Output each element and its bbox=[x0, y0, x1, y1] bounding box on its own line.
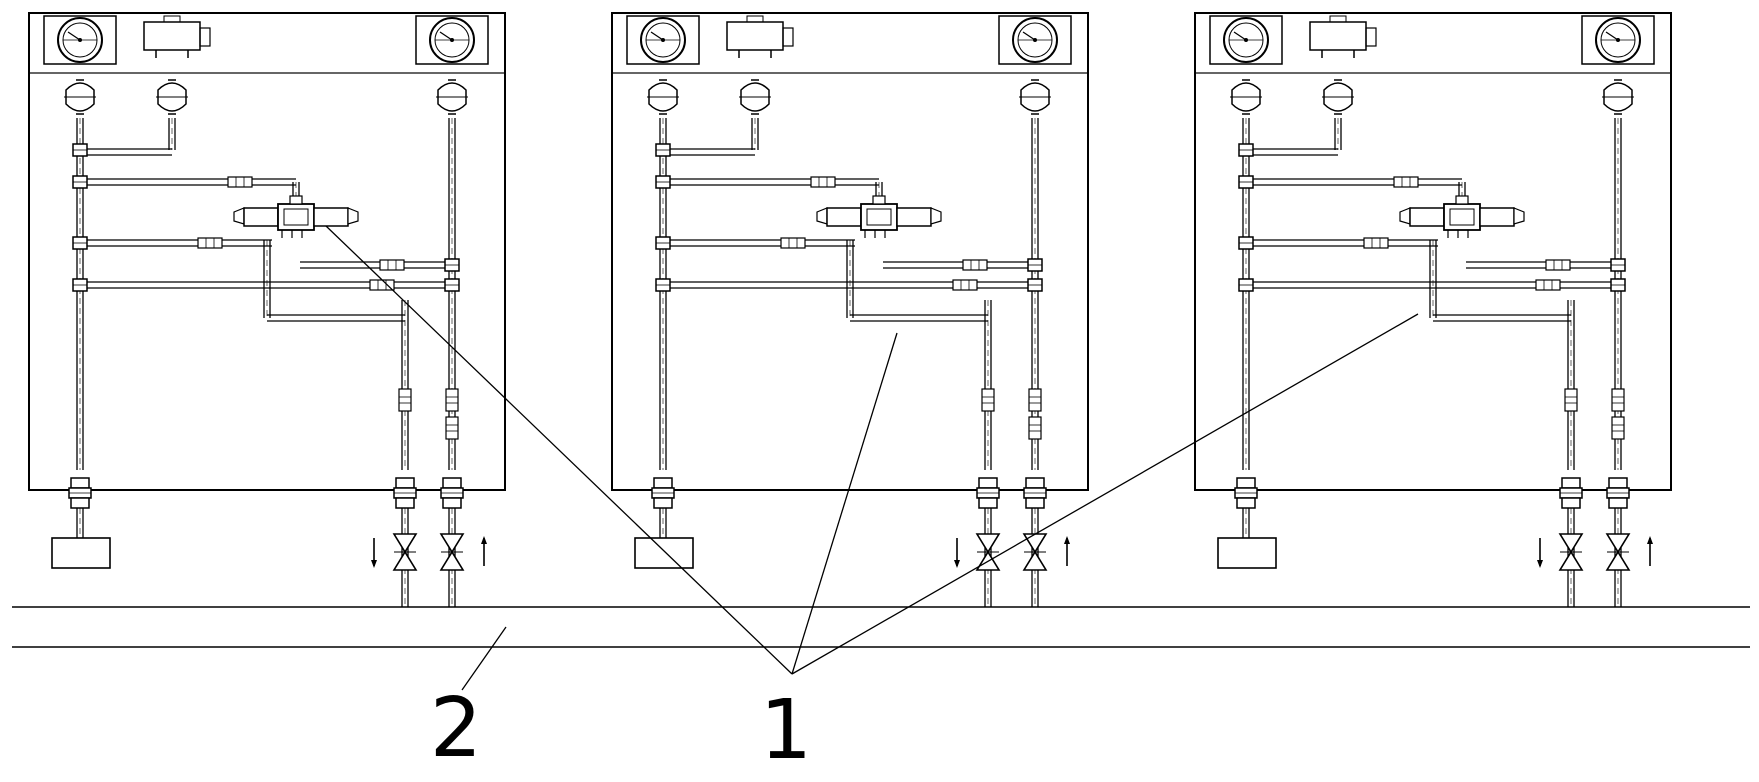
bulkhead-gland bbox=[1023, 477, 1047, 509]
union-coupling bbox=[1611, 416, 1625, 440]
bulkhead-gland bbox=[393, 477, 417, 509]
gauge-isolator bbox=[1229, 79, 1263, 115]
union-coupling bbox=[952, 279, 978, 291]
gauge-isolator bbox=[63, 79, 97, 115]
tee-fitting bbox=[655, 143, 671, 157]
flow-arrow-up bbox=[1646, 535, 1654, 567]
union-coupling bbox=[398, 388, 412, 412]
solenoid-manifold-valve bbox=[233, 195, 359, 239]
pressure-switch bbox=[143, 15, 211, 59]
pressure-gauge bbox=[998, 15, 1072, 65]
gauge-isolator bbox=[155, 79, 189, 115]
flow-arrow-up bbox=[1063, 535, 1071, 567]
instrument-unit-2 bbox=[611, 12, 1089, 607]
tee-fitting bbox=[1238, 143, 1254, 157]
isolation-valve bbox=[393, 533, 417, 571]
main-header-pipe bbox=[12, 606, 1750, 648]
gauge-isolator bbox=[646, 79, 680, 115]
instrument-unit-1 bbox=[28, 12, 506, 607]
pressure-gauge bbox=[1209, 15, 1283, 65]
pressure-gauge bbox=[415, 15, 489, 65]
isolation-valve bbox=[976, 533, 1000, 571]
tee-fitting bbox=[1238, 278, 1254, 292]
drain-box bbox=[51, 537, 111, 569]
tee-fitting bbox=[1238, 236, 1254, 250]
union-coupling bbox=[981, 388, 995, 412]
gauge-isolator bbox=[435, 79, 469, 115]
isolation-valve bbox=[440, 533, 464, 571]
union-coupling bbox=[1028, 388, 1042, 412]
flow-arrow-down bbox=[370, 537, 378, 569]
tee-fitting bbox=[655, 236, 671, 250]
union-coupling bbox=[197, 237, 223, 249]
isolation-valve bbox=[1559, 533, 1583, 571]
pressure-gauge bbox=[1581, 15, 1655, 65]
bulkhead-gland bbox=[1606, 477, 1630, 509]
pressure-switch bbox=[726, 15, 794, 59]
tee-fitting bbox=[655, 278, 671, 292]
union-coupling bbox=[962, 259, 988, 271]
leader-lines-1 bbox=[325, 225, 1419, 675]
union-coupling bbox=[1611, 388, 1625, 412]
bulkhead-gland bbox=[68, 477, 92, 509]
union-coupling bbox=[810, 176, 836, 188]
gauge-isolator bbox=[1018, 79, 1052, 115]
tee-fitting bbox=[72, 175, 88, 189]
solenoid-manifold-valve bbox=[1399, 195, 1525, 239]
tee-fitting bbox=[1610, 258, 1626, 272]
drain-box bbox=[634, 537, 694, 569]
tee-fitting bbox=[1027, 258, 1043, 272]
union-coupling bbox=[227, 176, 253, 188]
union-coupling bbox=[1393, 176, 1419, 188]
pressure-switch bbox=[1309, 15, 1377, 59]
tee-fitting bbox=[444, 278, 460, 292]
tee-fitting bbox=[655, 175, 671, 189]
union-coupling bbox=[1363, 237, 1389, 249]
tee-fitting bbox=[1027, 278, 1043, 292]
union-coupling bbox=[379, 259, 405, 271]
flow-arrow-down bbox=[953, 537, 961, 569]
bulkhead-gland bbox=[440, 477, 464, 509]
flow-arrow-up bbox=[480, 535, 488, 567]
gauge-mount-strip bbox=[1194, 12, 1672, 74]
tee-fitting bbox=[72, 278, 88, 292]
bulkhead-gland bbox=[1234, 477, 1258, 509]
bulkhead-gland bbox=[1559, 477, 1583, 509]
tee-fitting bbox=[1610, 278, 1626, 292]
tee-fitting bbox=[444, 258, 460, 272]
pressure-gauge bbox=[626, 15, 700, 65]
gauge-mount-strip bbox=[28, 12, 506, 74]
tee-fitting bbox=[72, 143, 88, 157]
union-coupling bbox=[1545, 259, 1571, 271]
isolation-valve bbox=[1606, 533, 1630, 571]
gauge-mount-strip bbox=[611, 12, 1089, 74]
tee-fitting bbox=[72, 236, 88, 250]
drain-box bbox=[1217, 537, 1277, 569]
gauge-isolator bbox=[738, 79, 772, 115]
reference-label-2: 2 bbox=[430, 681, 482, 776]
gauge-isolator bbox=[1601, 79, 1635, 115]
gauge-isolator bbox=[1321, 79, 1355, 115]
instrument-unit-3 bbox=[1194, 12, 1672, 607]
leader-line-2 bbox=[461, 626, 507, 691]
pressure-gauge bbox=[43, 15, 117, 65]
union-coupling bbox=[1535, 279, 1561, 291]
union-coupling bbox=[445, 388, 459, 412]
tee-fitting bbox=[1238, 175, 1254, 189]
union-coupling bbox=[1028, 416, 1042, 440]
union-coupling bbox=[445, 416, 459, 440]
reference-label-1: 1 bbox=[760, 683, 812, 778]
union-coupling bbox=[1564, 388, 1578, 412]
flow-arrow-down bbox=[1536, 537, 1544, 569]
bulkhead-gland bbox=[651, 477, 675, 509]
bulkhead-gland bbox=[976, 477, 1000, 509]
solenoid-manifold-valve bbox=[816, 195, 942, 239]
union-coupling bbox=[780, 237, 806, 249]
